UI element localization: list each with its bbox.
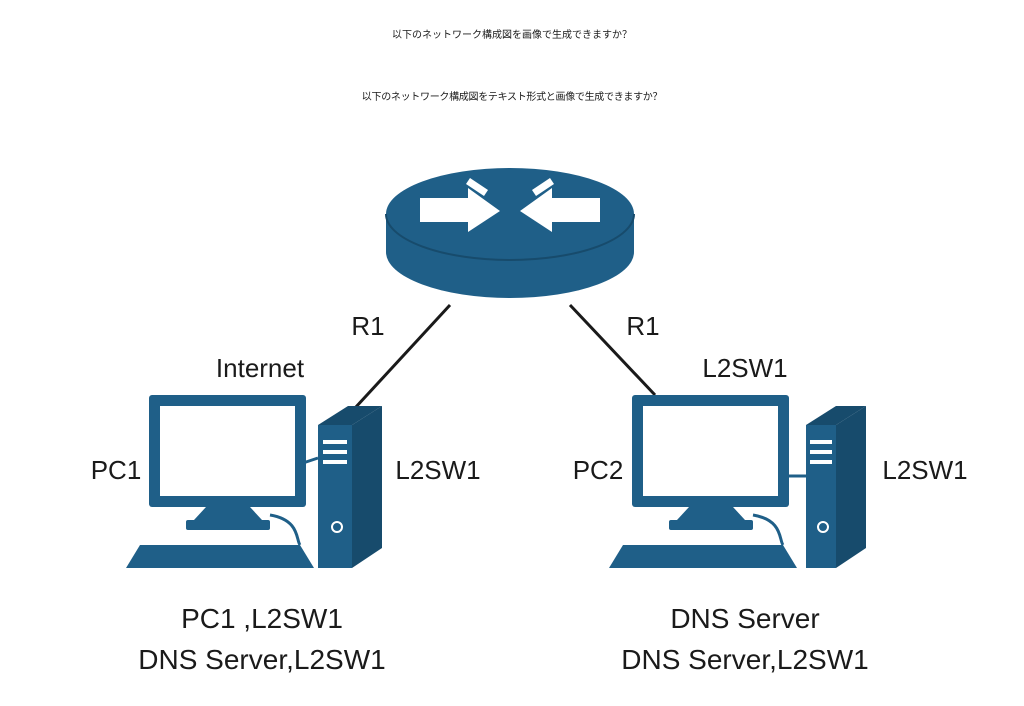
right-keyboard-icon — [609, 545, 797, 568]
left-monitor-label: PC1 — [91, 455, 142, 485]
link-right-label: R1 — [626, 311, 659, 341]
right-tower-label: L2SW1 — [882, 455, 967, 485]
left-cable-screen — [302, 456, 319, 465]
right-monitor-label: PC2 — [573, 455, 624, 485]
left-keyboard-icon — [126, 545, 314, 568]
title-line-2: 以下のネットワーク構成図をテキスト形式と画像で生成できますか？ — [361, 92, 663, 103]
right-cable — [752, 513, 785, 546]
left-monitor-icon — [149, 395, 306, 530]
link-router-right — [568, 303, 657, 397]
left-caption-line-1: PC1 ,L2SW1 — [181, 603, 343, 634]
left-tower-icon — [318, 406, 382, 568]
link-left-label: R1 — [351, 311, 384, 341]
right-monitor-icon — [632, 395, 789, 530]
right-caption-line-1: DNS Server — [670, 603, 819, 634]
title-line-1: 以下のネットワーク構成図を画像で生成できますか？ — [392, 30, 632, 41]
left-top-label: Internet — [216, 353, 305, 383]
left-tower-label: L2SW1 — [395, 455, 480, 485]
right-caption-line-2: DNS Server,L2SW1 — [621, 644, 868, 675]
right-pc-group: L2SW1 PC2 L2SW1 DNS Server DNS Server,L2… — [573, 353, 968, 675]
right-tower-icon — [806, 406, 866, 568]
link-router-left — [353, 303, 452, 410]
right-top-label: L2SW1 — [702, 353, 787, 383]
router-icon — [385, 168, 635, 298]
left-pc-group: Internet PC1 L2SW1 PC1 ,L2SW1 DNS Server… — [91, 353, 481, 675]
left-cable — [269, 513, 302, 546]
left-caption-line-2: DNS Server,L2SW1 — [138, 644, 385, 675]
